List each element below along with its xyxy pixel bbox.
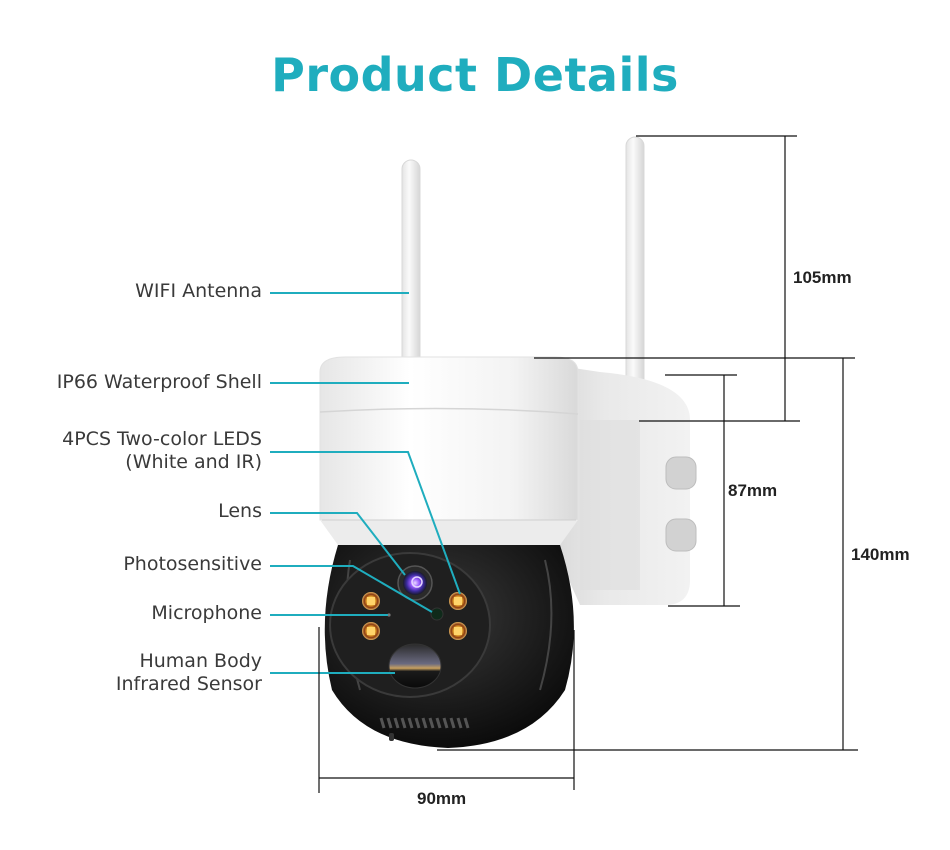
label-leds: 4PCS Two-color LEDS (White and IR) <box>62 428 262 474</box>
page-title: Product Details <box>271 48 679 102</box>
dim-body-width: 90mm <box>417 789 467 808</box>
label-lens: Lens <box>218 500 262 522</box>
leds <box>362 592 467 640</box>
antenna-left <box>401 159 421 371</box>
dim-mount-height: 87mm <box>728 481 778 500</box>
camera-ball <box>324 545 574 748</box>
dim-body-height: 140mm <box>851 545 910 564</box>
label-wifi-antenna: WIFI Antenna <box>135 280 262 302</box>
label-pir-line2: Infrared Sensor <box>115 673 262 695</box>
label-photosensitive: Photosensitive <box>123 553 262 575</box>
label-leds-line2: (White and IR) <box>125 451 262 473</box>
lens <box>397 565 433 601</box>
label-waterproof-shell: IP66 Waterproof Shell <box>56 371 262 393</box>
dim-antenna-height: 105mm <box>793 268 852 287</box>
waterproof-shell <box>319 356 579 545</box>
label-pir-sensor: Human Body Infrared Sensor <box>116 650 262 696</box>
label-microphone: Microphone <box>151 602 262 624</box>
label-pir-line1: Human Body <box>139 650 262 672</box>
label-leds-line1: 4PCS Two-color LEDS <box>62 428 262 450</box>
dimension-lines <box>318 135 858 793</box>
pir-sensor <box>388 643 442 689</box>
microphone-hole <box>387 613 391 617</box>
photosensitive-sensor <box>430 607 444 621</box>
callout-lines <box>270 292 461 674</box>
